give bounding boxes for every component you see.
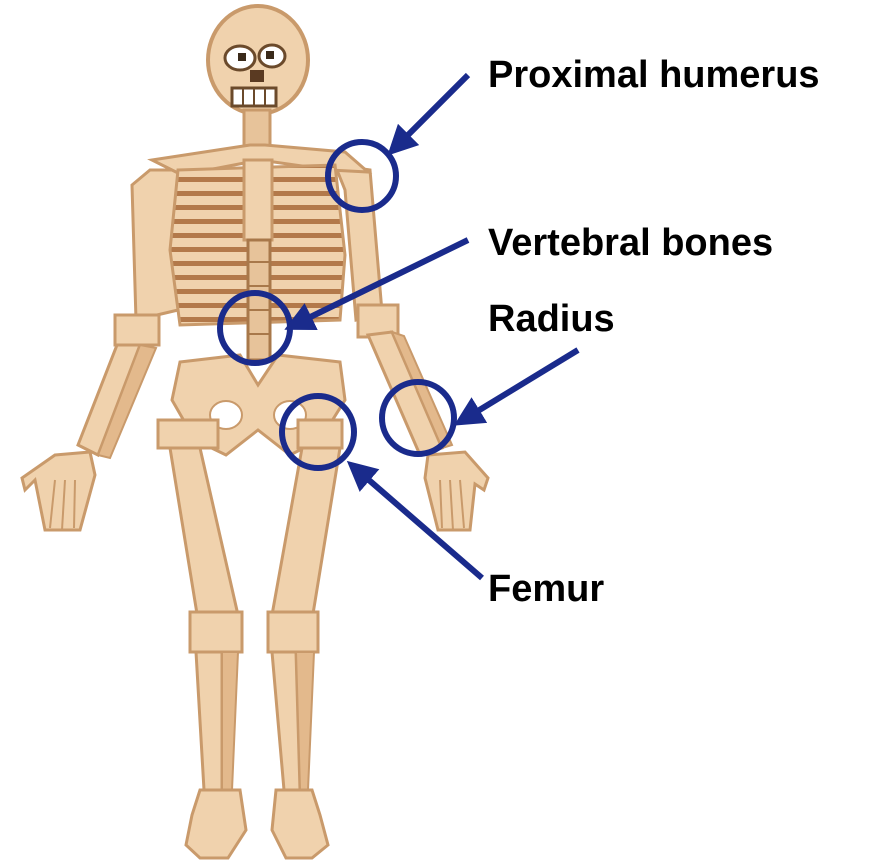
- arrow-femur: [355, 468, 482, 578]
- arrow-proximal-humerus: [395, 75, 468, 148]
- arrow-radius: [463, 350, 578, 420]
- arrow-vertebral-bones: [294, 240, 468, 325]
- circle-femur: [282, 396, 354, 468]
- marker-proximal-humerus: [328, 75, 468, 210]
- circle-vertebral-bones: [220, 293, 290, 363]
- label-proximal-humerus: Proximal humerus: [488, 56, 820, 94]
- label-femur: Femur: [488, 570, 604, 608]
- marker-vertebral-bones: [220, 240, 468, 363]
- label-radius: Radius: [488, 300, 615, 338]
- circle-proximal-humerus: [328, 142, 396, 210]
- circle-radius: [382, 382, 454, 454]
- marker-radius: [382, 350, 578, 454]
- label-vertebral-bones: Vertebral bones: [488, 224, 773, 262]
